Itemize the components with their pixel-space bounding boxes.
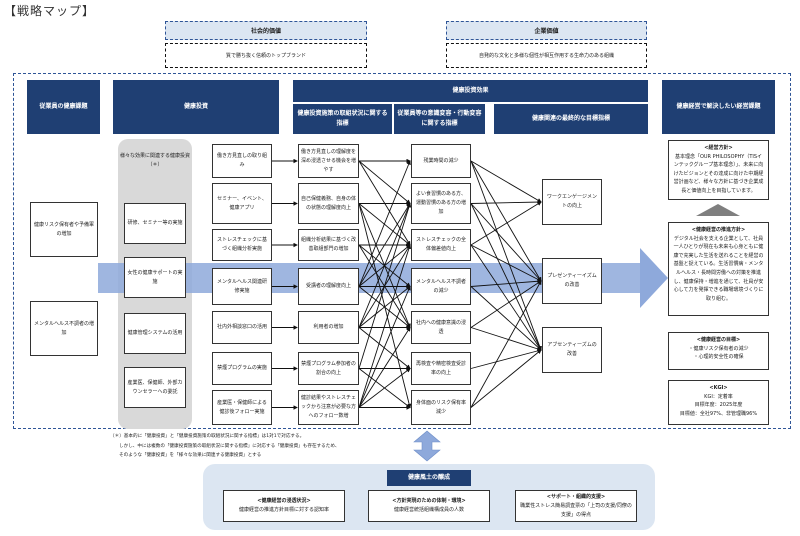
footnote-line: そのような「健康投資」を「様々な効果に関連する健康投資」とする <box>119 453 262 458</box>
employee-issue-item: 健康リスク保有者や予備軍の増加 <box>30 202 98 257</box>
management-promotion-body: デジタル社会を支える企業として、社員一人ひとりが現在も未来も心身ともに健康で充実… <box>673 235 764 302</box>
final-indicator-item: アブセンティーズムの改善 <box>542 327 602 373</box>
footnote-line: しかし、中には複数の「健康投資施策の取組状況に関する指標」に対応する「健康投資」… <box>119 443 340 449</box>
behavior-indicator-item: 身体面のリスク保有率減少 <box>411 390 471 425</box>
behavior-indicator-item: 社内への健康意識の浸透 <box>411 311 471 344</box>
investment-item: ストレスチェックに基づく組織分析実施 <box>212 229 272 261</box>
multi-investment-item: 健康管理システムの活用 <box>124 313 186 354</box>
footnote-line: （＊）基本的に「健康投資」と「健康投資施策の取組状況に関する指標」は1対1で対応… <box>110 434 305 439</box>
kgi-line: 目標年度：2025年度 <box>694 402 743 409</box>
kgi-line: 目標値：全社97%、非管理職96% <box>679 410 758 417</box>
management-goals-box: <健康経営の目標> ・健康リスク保有者の減少 ・心理的安全性の確保 <box>668 332 769 370</box>
kgi-header: <KGI> <box>709 385 728 391</box>
management-policy-header: <経営方針> <box>704 145 733 151</box>
footnote: （＊）基本的に「健康投資」と「健康投資施策の取組状況に関する指標」は1対1で対応… <box>110 432 340 461</box>
initiative-indicator-item: 組織分析結果に基づく改善取組部門の増加 <box>298 229 359 261</box>
multi-investment-label: 様々な効果に関連する健康投資（＊） <box>119 153 190 168</box>
management-promotion-header: <健康経営の推進方針> <box>691 227 746 233</box>
header-management-issues: 健康経営で解決したい経営課題 <box>662 80 775 134</box>
corporate-value-body: 自発的な文化と多様な個性が相互作用する生命力のある組織 <box>446 43 647 68</box>
social-value-header: 社会的価値 <box>165 21 367 40</box>
culture-item: <健康経営の浸透状況> 健康経営の推進方針目標に対する認知率 <box>223 490 345 522</box>
up-arrow-icon <box>696 204 740 216</box>
header-investment-effect: 健康投資効果 <box>293 80 648 102</box>
multi-investment-item: 研修、セミナー等の実施 <box>124 203 186 244</box>
investment-item: 働き方見直しの取り組み <box>212 144 272 178</box>
behavior-indicator-item: よい食習慣のある方、運動習慣のある方の増加 <box>411 183 471 224</box>
header-health-investment: 健康投資 <box>113 80 279 134</box>
initiative-indicator-item: 受講者の理解度向上 <box>298 268 359 305</box>
culture-item-header: <方針実現のための体制・環境> <box>392 498 466 504</box>
management-goals-header: <健康経営の目標> <box>696 337 741 343</box>
initiative-indicator-item: 自己保健義務、自身の体の状態の理解度向上 <box>298 183 359 224</box>
culture-header: 健康風土の醸成 <box>387 470 471 486</box>
management-policy-box: <経営方針> 基本理念「OUR PHILOSOPHY（TISインテックグループ基… <box>668 140 769 200</box>
header-final-indicators: 健康関連の最終的な目標指標 <box>494 104 648 134</box>
header-employee-issues: 従業員の健康課題 <box>27 80 100 134</box>
investment-item: 産業医・保健師による健診後フォロー実施 <box>212 390 272 425</box>
culture-item: <サポート・組織的支援> 職業性ストレス簡易調査票の「上司の支援/同僚の支援」の… <box>515 490 637 522</box>
culture-item-body: 健康経営統括組織構成員の人数 <box>393 507 464 513</box>
final-indicator-item: ワークエンゲージメントの向上 <box>542 179 602 225</box>
initiative-indicator-item: 働き方見直しの理解度を深め浸透させる機会を増やす <box>298 144 359 178</box>
management-policy-body: 基本理念「OUR PHILOSOPHY（TISインテックグループ基本理念）」、未… <box>673 153 764 194</box>
behavior-indicator-item: ストレスチェックの全体偏差値向上 <box>411 229 471 261</box>
culture-item-header: <健康経営の浸透状況> <box>257 498 311 504</box>
header-initiative-indicators: 健康投資施策の取組状況に関する指標 <box>293 104 392 134</box>
initiative-indicator-item: 利用者の増加 <box>298 311 359 344</box>
investment-item: セミナー、イベント、健康アプリ <box>212 183 272 224</box>
investment-item: 禁煙プログラムの実施 <box>212 352 272 385</box>
header-behavior-indicators: 従業員等の意識変容・行動変容に関する指標 <box>394 104 485 134</box>
flow-arrow-head <box>640 248 668 308</box>
initiative-indicator-item: 禁煙プログラム参加者の割合の向上 <box>298 352 359 385</box>
behavior-indicator-item: 再検査や精密検査受診率の向上 <box>411 352 471 385</box>
multi-investment-item: 産業医、保健師、外部カウンセラーへの委託 <box>124 367 186 408</box>
culture-item-body: 健康経営の推進方針目標に対する認知率 <box>238 507 329 513</box>
kgi-box: <KGI> KGI：定着率 目標年度：2025年度 目標値：全社97%、非管理職… <box>668 380 769 425</box>
culture-item-header: <サポート・組織的支援> <box>546 493 606 500</box>
social-value-body: 質で勝ち抜く信頼のトップブランド <box>165 43 367 68</box>
initiative-indicator-item: 健診結果やストレスチェックから注意が必要な方へのフォロー数増 <box>298 390 359 425</box>
management-goal-item: ・心理的安全性の確保 <box>693 354 744 361</box>
kgi-line: KGI：定着率 <box>704 393 733 400</box>
culture-item-body: 職業性ストレス簡易調査票の「上司の支援/同僚の支援」の得点 <box>520 502 632 518</box>
page-title: 【戦略マップ】 <box>4 4 96 18</box>
multi-investment-item: 女性の健康サポートの実施 <box>124 257 186 298</box>
employee-issue-item: メンタルヘルス不調者の増加 <box>30 301 98 356</box>
investment-item: メンタルヘルス関連研修実施 <box>212 268 272 305</box>
investment-item: 社内外相談窓口の活用 <box>212 311 272 344</box>
corporate-value-header: 企業価値 <box>446 21 647 40</box>
management-goal-item: ・健康リスク保有者の減少 <box>688 345 749 352</box>
bidirectional-arrow-icon <box>413 430 441 462</box>
strategy-frame <box>13 73 791 429</box>
management-promotion-box: <健康経営の推進方針> デジタル社会を支える企業として、社員一人ひとりが現在も未… <box>668 222 769 316</box>
culture-item: <方針実現のための体制・環境> 健康経営統括組織構成員の人数 <box>368 490 490 522</box>
behavior-indicator-item: メンタルヘルス不調者の減少 <box>411 268 471 305</box>
behavior-indicator-item: 残業時間の減少 <box>411 144 471 178</box>
final-indicator-item: プレゼンティーイズムの改善 <box>542 258 602 304</box>
